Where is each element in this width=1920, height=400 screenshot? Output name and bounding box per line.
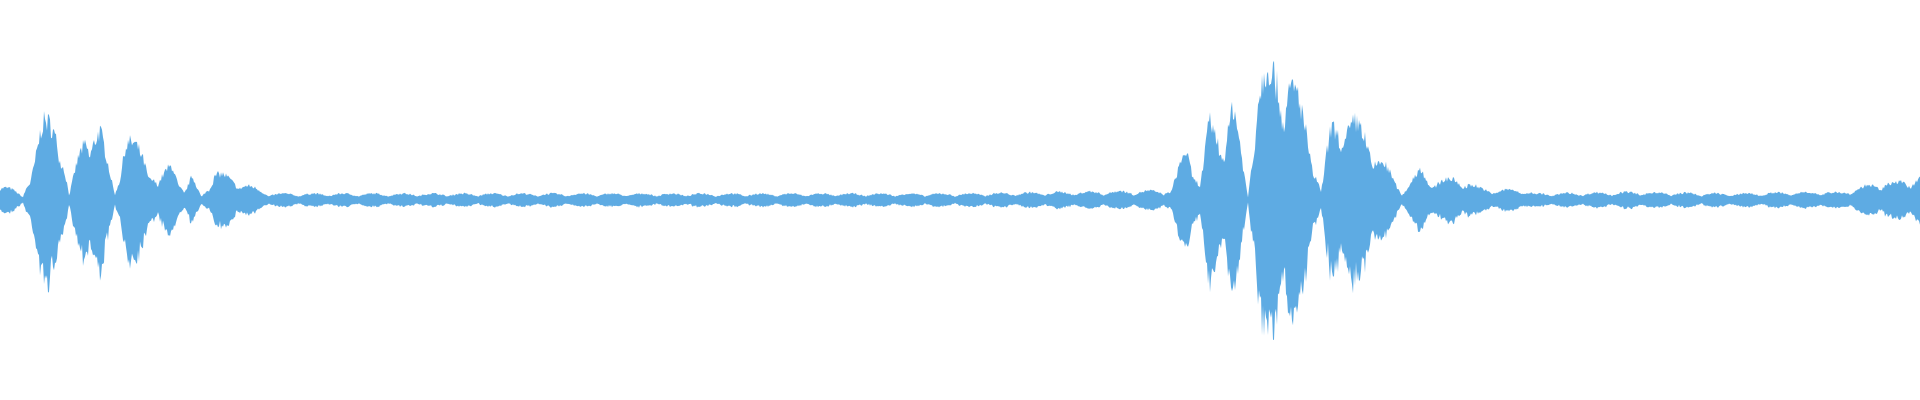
waveform-shape: [0, 60, 1920, 340]
